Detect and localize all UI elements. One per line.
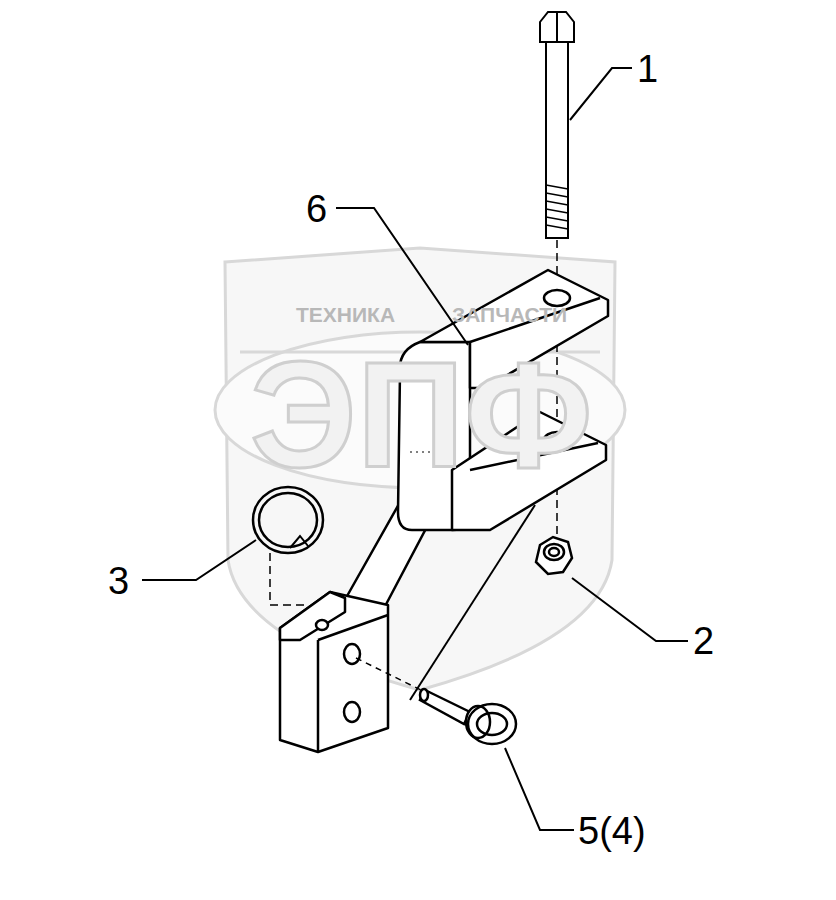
callout-number: 2 [693,622,714,660]
callout-number: 1 [637,50,658,88]
retaining-ring [253,487,323,553]
callout-number: 3 [108,562,129,600]
leader-line [142,68,688,830]
bolt [540,12,574,238]
watermark-text: ТЕХНИКА [296,304,395,325]
watermark-text: ЗАПЧАСТИ [452,304,567,325]
axis-line [356,658,425,692]
watermark-logo: ЭПФ [250,340,593,490]
watermark-shield [215,248,625,690]
callout-number: 6 [306,190,327,228]
callout-number: 5(4) [578,812,646,850]
lock-pin [420,689,516,744]
axis-line [270,553,305,605]
clevis [280,592,388,752]
nut [536,537,572,574]
